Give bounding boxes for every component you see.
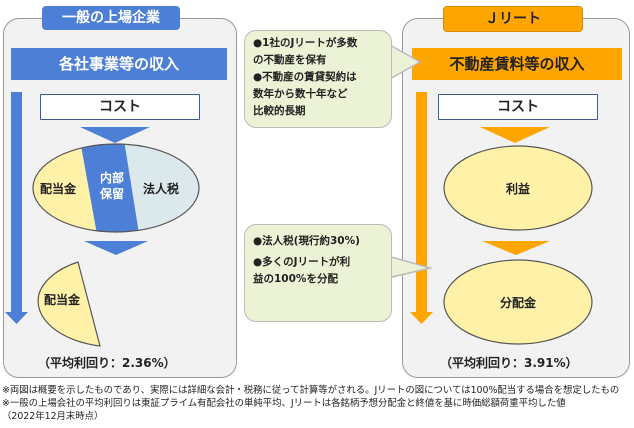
left-cost-box: コスト (40, 94, 200, 120)
corporate-tax-label: 法人税 (142, 182, 179, 196)
internal-reserve-label: 内部 保留 (99, 171, 124, 201)
callout-pointer-icon (387, 42, 422, 82)
left-panel-tag: 一般の上場企業 (42, 6, 180, 30)
down-triangle-icon (482, 241, 550, 255)
callout-line: ●法人税(現行約30%) (253, 235, 360, 247)
down-arrow-icon (410, 92, 433, 324)
left-dividend-label: 配当金 (39, 182, 76, 196)
profit-label: 利益 (505, 182, 530, 196)
right-panel-tag: Ｊリート (443, 6, 583, 32)
down-arrow-icon (5, 92, 28, 324)
left-result-dividend-label: 配当金 (43, 293, 80, 307)
down-triangle-icon (480, 127, 550, 143)
callout-line: ●不動産の賃貸契約は 数年から数十年など 比較的長期 (253, 71, 357, 117)
dividend-wedge (37, 261, 101, 347)
footnote: ※一般の上場会社の平均利回りは東証プライム有配会社の単純平均、Jリートは各銘柄予… (2, 398, 566, 409)
left-average-yield: （平均利回り：2.36%） (38, 356, 176, 370)
callout-line: ●1社のJリートが多数 の不動産を保有 (253, 37, 358, 66)
distribution-ellipse (443, 259, 593, 345)
profit-ellipse (443, 145, 593, 231)
callout-tax-info: ●法人税(現行約30%) ●多くのJリートが利 益の100%を分配 (244, 224, 392, 322)
footnote: （2022年12月末時点） (2, 411, 104, 422)
distribution-label: 分配金 (499, 296, 536, 310)
down-triangle-icon (84, 241, 148, 255)
right-revenue-header: 不動産賃料等の収入 (412, 48, 622, 80)
left-revenue-header: 各社事業等の収入 (11, 48, 227, 80)
callout-line: ●多くのJリートが利 益の100%を分配 (253, 256, 351, 285)
callout-property-info: ●1社のJリートが多数 の不動産を保有 ●不動産の賃貸契約は 数年から数十年など… (244, 30, 392, 128)
down-triangle-icon (80, 127, 150, 143)
right-cost-box: コスト (438, 94, 598, 120)
right-average-yield: （平均利回り：3.91%） (440, 356, 578, 370)
footnote: ※両図は概要を示したものであり、実際には詳細な会計・税務に従って計算等がされる。… (2, 385, 620, 396)
